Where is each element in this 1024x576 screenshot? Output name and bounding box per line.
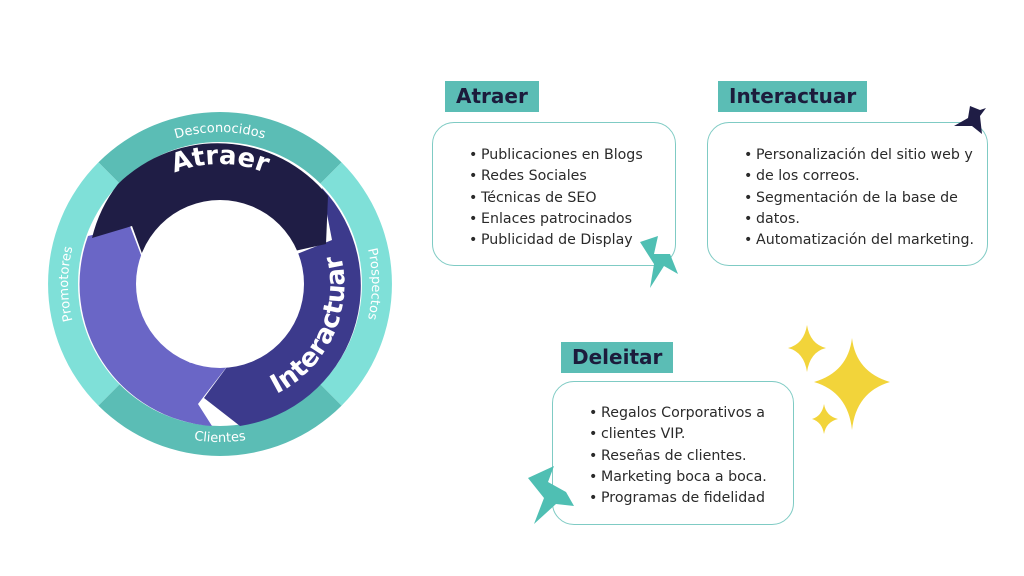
outer-label-desconocidos: Desconocidos [173,121,268,143]
outer-segment-top [220,112,342,184]
list-item: Segmentación de la base de [744,188,987,209]
outer-label-clientes: Clientes [193,429,246,446]
outer-segment-left-top [98,112,220,184]
list-item: Publicidad de Display [469,230,675,251]
outer-label-promotores: Promotores [57,245,76,323]
sparkles-icon [788,325,890,434]
list-item: datos. [744,209,987,230]
list-item: Marketing boca a boca. [589,467,793,488]
list-item: Reseñas de clientes. [589,446,793,467]
list-item: Técnicas de SEO [469,188,675,209]
sparkle-small-bottom [812,404,838,434]
deleitar-list: Regalos Corporativos a clientes VIP. Res… [553,382,793,509]
outer-segment-right [320,162,392,406]
list-item: Publicaciones en Blogs [469,145,675,166]
stage-deleitar-segment[interactable] [79,226,232,426]
outer-label-prospectos: Prospectos [364,247,383,322]
list-item: Personalización del sitio web y [744,145,987,166]
interactuar-card: Personalización del sitio web y de los c… [707,122,988,266]
inbound-flywheel: Atraer Interactuar Deleitar Desconocidos… [48,112,392,456]
sparkle-small-top [788,325,826,372]
atraer-title-tag: Atraer [445,81,539,112]
sparkle-large [814,338,890,430]
atraer-card: Publicaciones en Blogs Redes Sociales Té… [432,122,676,266]
list-item: Automatización del marketing. [744,230,987,251]
navy-bird-icon [954,106,986,134]
teal-bird-icon [528,466,574,524]
deleitar-title-tag: Deleitar [561,342,674,373]
list-item: clientes VIP. [589,424,793,445]
interactuar-list: Personalización del sitio web y de los c… [708,123,987,251]
list-item: Enlaces patrocinados [469,209,675,230]
deleitar-card: Regalos Corporativos a clientes VIP. Res… [552,381,794,525]
outer-segment-left [48,162,120,406]
outer-ring [48,112,392,456]
interactuar-title-tag: Interactuar [718,81,868,112]
list-item: de los correos. [744,166,987,187]
teal-bird-icon [640,236,678,288]
outer-segment-bottom [98,384,342,456]
stage-interactuar-segment[interactable] [204,188,361,426]
list-item: Redes Sociales [469,166,675,187]
list-item: Regalos Corporativos a [589,403,793,424]
list-item: Programas de fidelidad [589,488,793,509]
atraer-list: Publicaciones en Blogs Redes Sociales Té… [433,123,675,251]
flywheel-center [136,200,304,368]
